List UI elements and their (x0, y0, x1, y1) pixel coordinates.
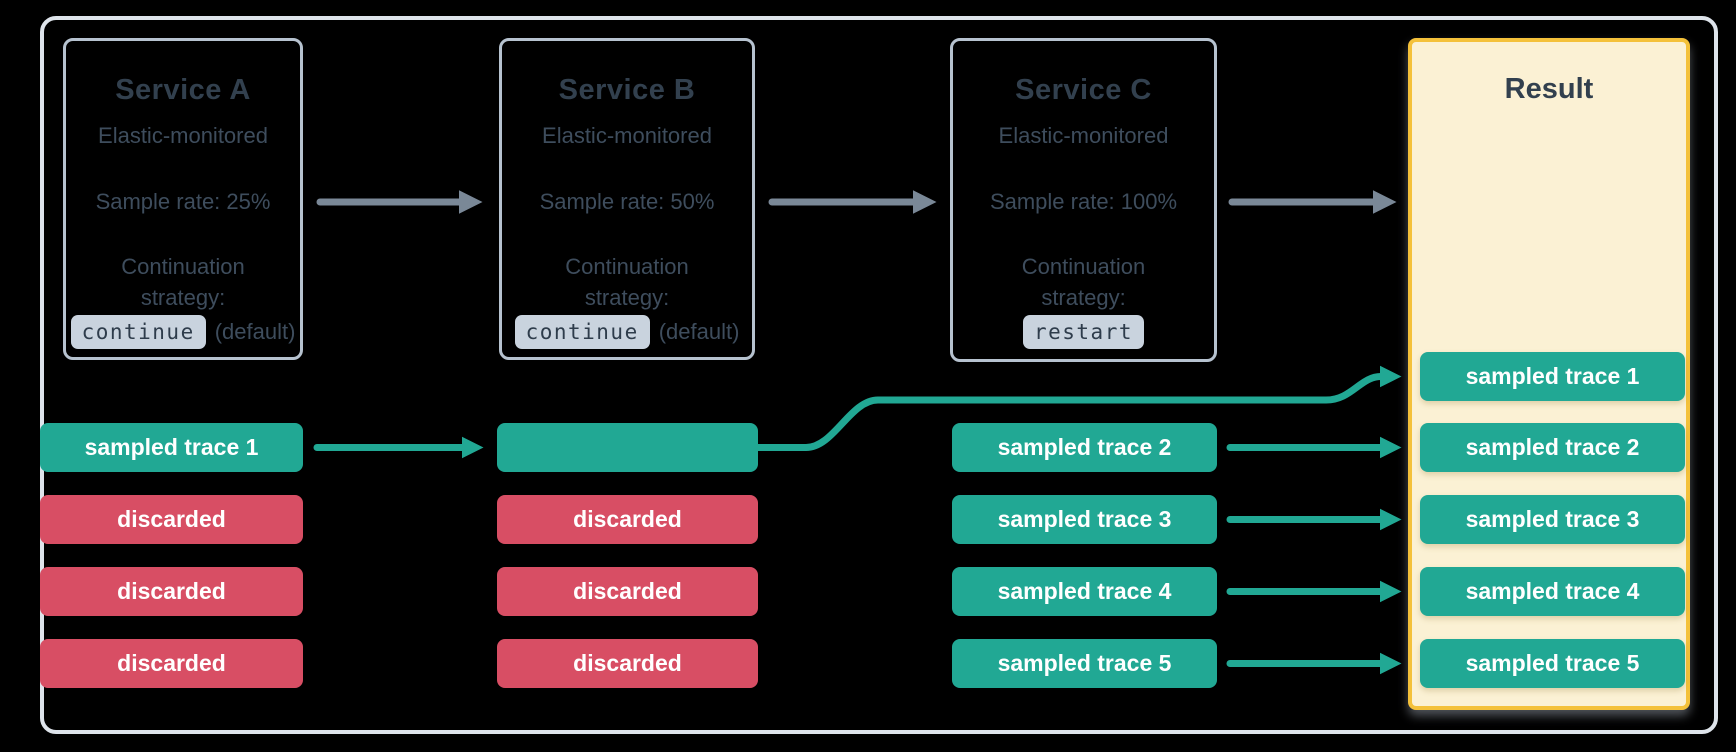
trace-box-result-sampled-5: sampled trace 5 (1420, 639, 1685, 688)
trace-box-result-sampled-4: sampled trace 4 (1420, 567, 1685, 616)
service-a-monitoring: Elastic-monitored (98, 123, 268, 148)
trace-box-service-c-sampled-2: sampled trace 2 (952, 423, 1217, 472)
trace-box-service-c-sampled-3: sampled trace 3 (952, 495, 1217, 544)
service-c-strategy-code-chip: restart (1022, 315, 1144, 349)
service-c-strategy-label-line1: Continuation (1021, 254, 1146, 279)
trace-box-service-b-discarded-2: discarded (497, 567, 758, 616)
service-a-title: Service A (115, 74, 251, 106)
service-b-title: Service B (558, 74, 696, 106)
trace-box-service-a-sampled-1: sampled trace 1 (40, 423, 303, 472)
service-b-strategy-default-note: (default) (658, 319, 740, 344)
result-title: Result (1504, 73, 1594, 105)
service-c-card: Service C Elastic-monitored Sample rate:… (950, 38, 1217, 362)
service-a-sample-rate: Sample rate: 25% (95, 189, 271, 214)
service-a-strategy-label-line2: strategy: (140, 285, 226, 310)
service-a-strategy-row: continue (default) (66, 315, 300, 349)
trace-box-service-b-sampled-unlabeled (497, 423, 758, 472)
trace-box-result-sampled-3: sampled trace 3 (1420, 495, 1685, 544)
trace-box-service-c-sampled-4: sampled trace 4 (952, 567, 1217, 616)
trace-box-service-a-discarded-2: discarded (40, 567, 303, 616)
service-b-card: Service B Elastic-monitored Sample rate:… (499, 38, 755, 360)
service-b-monitoring: Elastic-monitored (542, 123, 712, 148)
service-b-strategy-row: continue (default) (502, 315, 752, 349)
service-c-title: Service C (1015, 74, 1152, 106)
service-c-strategy-label-line2: strategy: (1041, 285, 1126, 310)
service-c-strategy-row: restart (953, 315, 1214, 349)
diagram-outer-frame (40, 16, 1718, 734)
service-b-strategy-label-line1: Continuation (565, 254, 689, 279)
trace-box-service-a-discarded-3: discarded (40, 639, 303, 688)
trace-box-service-c-sampled-5: sampled trace 5 (952, 639, 1217, 688)
service-a-strategy-label-line1: Continuation (121, 254, 245, 279)
service-b-sample-rate: Sample rate: 50% (539, 189, 715, 214)
service-c-sample-rate: Sample rate: 100% (989, 189, 1178, 214)
service-a-card: Service A Elastic-monitored Sample rate:… (63, 38, 303, 360)
service-a-strategy-code-chip: continue (70, 315, 206, 349)
trace-box-service-a-discarded-1: discarded (40, 495, 303, 544)
service-c-monitoring: Elastic-monitored (998, 123, 1169, 148)
service-b-strategy-code-chip: continue (514, 315, 650, 349)
service-b-strategy-label-line2: strategy: (584, 285, 670, 310)
trace-box-result-sampled-1: sampled trace 1 (1420, 352, 1685, 401)
trace-box-service-b-discarded-1: discarded (497, 495, 758, 544)
trace-box-result-sampled-2: sampled trace 2 (1420, 423, 1685, 472)
service-a-strategy-default-note: (default) (214, 319, 296, 344)
trace-box-service-b-discarded-3: discarded (497, 639, 758, 688)
